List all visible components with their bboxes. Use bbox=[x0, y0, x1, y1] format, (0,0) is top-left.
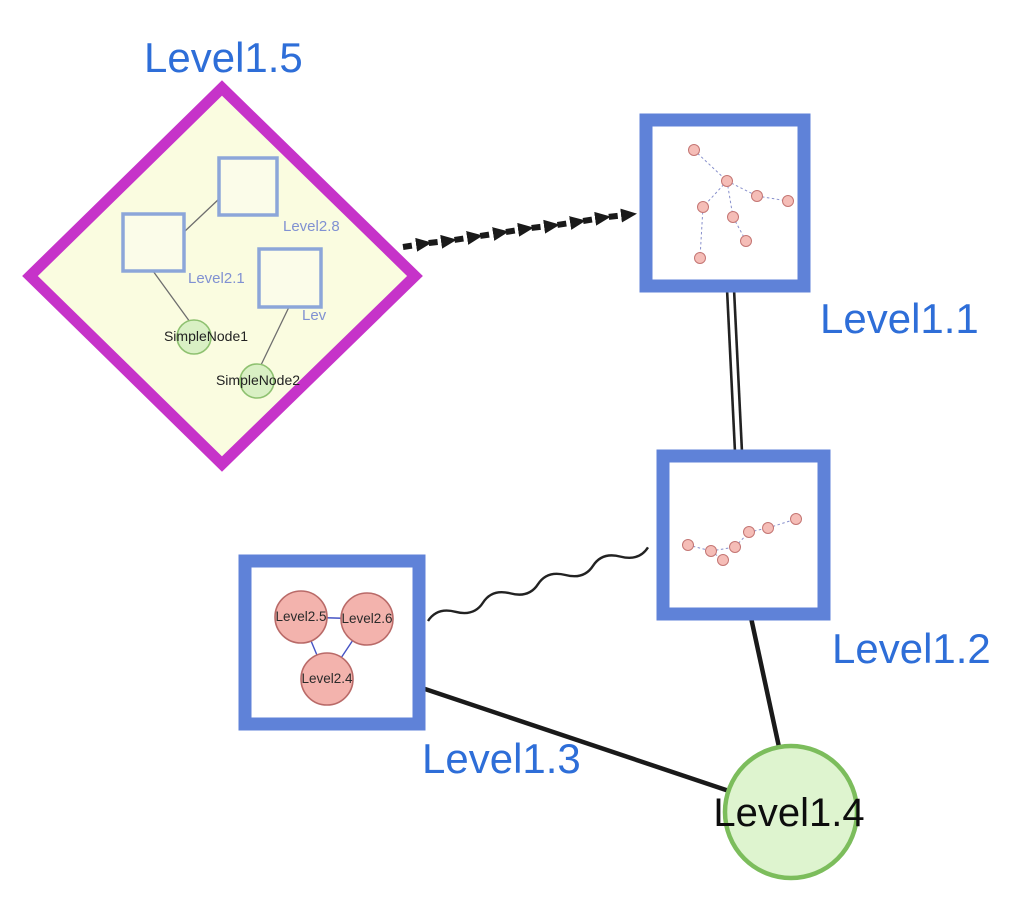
node-label-level1-4: Level1.4 bbox=[713, 791, 864, 835]
mini-graph-edge bbox=[687, 544, 712, 552]
mini-graph-node[interactable] bbox=[705, 545, 717, 557]
node-level2-6[interactable] bbox=[340, 592, 394, 646]
node-label-level2-lev: Lev bbox=[302, 307, 327, 324]
edge-level12-level14[interactable] bbox=[747, 612, 782, 748]
node-level2-1[interactable] bbox=[121, 212, 186, 273]
node-label-level1-1: Level1.1 bbox=[820, 295, 979, 342]
node-simplenode2[interactable] bbox=[239, 363, 275, 399]
node-label-level1-5: Level1.5 bbox=[144, 34, 303, 81]
diamond-shape-level1-5[interactable] bbox=[22, 80, 423, 472]
circle-level1-4[interactable] bbox=[722, 743, 860, 881]
mini-graph-node[interactable] bbox=[751, 190, 763, 202]
mini-graph-node[interactable] bbox=[717, 554, 729, 566]
edge-level13-level12[interactable] bbox=[426, 546, 650, 622]
edge-level13-level14[interactable] bbox=[421, 685, 730, 794]
node-label-level1-2: Level1.2 bbox=[832, 625, 991, 672]
node-label-level2-6: Level2.6 bbox=[341, 611, 392, 626]
node-level2-4[interactable] bbox=[300, 652, 354, 706]
edge-level11-level12[interactable] bbox=[725, 288, 744, 453]
edge-level15-level11[interactable] bbox=[402, 208, 637, 252]
mini-graph-node[interactable] bbox=[721, 175, 733, 187]
mini-graph-node[interactable] bbox=[782, 195, 794, 207]
node-level1-5[interactable]: Level2.8 Level2.1 Lev SimpleNode1 Simple… bbox=[22, 80, 423, 472]
node-label-level2-4: Level2.4 bbox=[301, 671, 353, 686]
mini-graph-edge bbox=[699, 206, 704, 259]
edge-level11-level12-line2[interactable] bbox=[732, 288, 744, 453]
node-level2-5[interactable] bbox=[274, 590, 328, 644]
mini-graph-node[interactable] bbox=[727, 211, 739, 223]
node-label-simplenode2: SimpleNode2 bbox=[216, 372, 300, 388]
node-level1-4[interactable]: Level1.4 bbox=[713, 743, 865, 881]
mini-graph-node[interactable] bbox=[790, 513, 802, 525]
node-label-level1-3: Level1.3 bbox=[422, 735, 581, 782]
mini-graph-node[interactable] bbox=[762, 522, 774, 534]
node-label-simplenode1: SimpleNode1 bbox=[164, 328, 248, 344]
node-label-level2-1: Level2.1 bbox=[188, 270, 245, 287]
node-simplenode1[interactable] bbox=[176, 319, 212, 355]
edge-level21-simplenode1[interactable] bbox=[152, 270, 191, 323]
edge-level11-level12-line1[interactable] bbox=[725, 288, 737, 453]
mini-graph-node[interactable] bbox=[743, 526, 755, 538]
mini-graph-node[interactable] bbox=[688, 144, 700, 156]
box-level1-1[interactable] bbox=[639, 113, 811, 293]
node-level2-lev[interactable] bbox=[257, 247, 323, 309]
node-level1-3[interactable]: Level2.5 Level2.6 Level2.4 bbox=[238, 554, 426, 731]
node-level1-1[interactable] bbox=[639, 113, 811, 293]
mini-graph-edge bbox=[726, 180, 734, 218]
mini-graph-node[interactable] bbox=[694, 252, 706, 264]
node-level1-2[interactable] bbox=[656, 449, 831, 621]
edge-lev-simplenode2[interactable] bbox=[260, 306, 290, 366]
edge-level21-level28[interactable] bbox=[183, 197, 221, 233]
mini-graph-node[interactable] bbox=[740, 235, 752, 247]
node-level2-8[interactable] bbox=[217, 156, 279, 217]
mini-graph-node[interactable] bbox=[682, 539, 694, 551]
mini-graph-level1-1 bbox=[688, 144, 794, 264]
box-level1-2[interactable] bbox=[656, 449, 831, 621]
node-label-level2-5: Level2.5 bbox=[275, 609, 326, 624]
mini-graph-level1-2 bbox=[682, 513, 802, 566]
node-label-level2-8: Level2.8 bbox=[283, 218, 340, 235]
mini-graph-node[interactable] bbox=[729, 541, 741, 553]
mini-graph-node[interactable] bbox=[697, 201, 709, 213]
